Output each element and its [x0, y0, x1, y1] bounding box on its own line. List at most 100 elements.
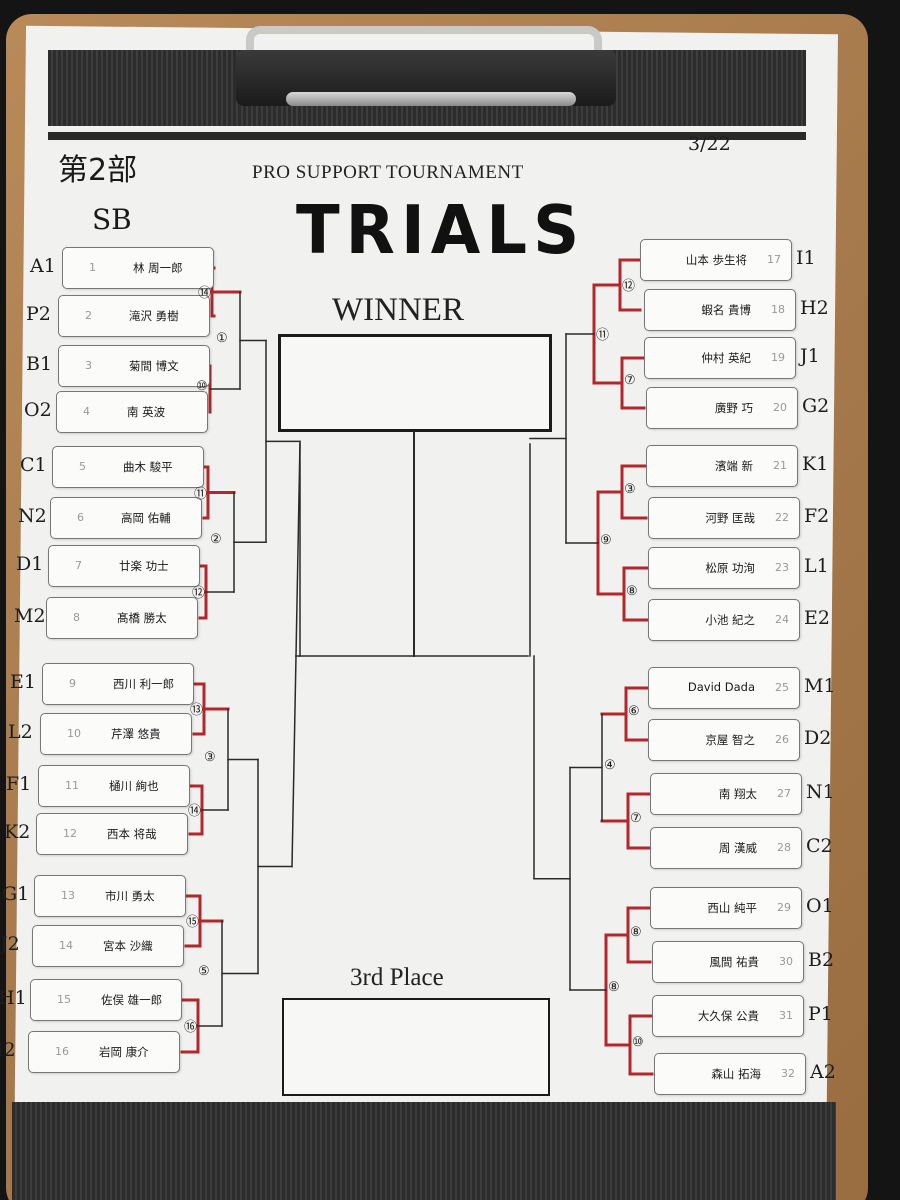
left-seed-13: G1 — [2, 883, 30, 905]
player-name: 仲村 英紀 — [701, 351, 751, 365]
player-number: 13 — [61, 889, 75, 902]
left-player-8: 8 髙橋 勝太 — [46, 597, 198, 639]
right-seed-12: C2 — [806, 835, 833, 857]
player-number: 28 — [777, 841, 791, 854]
left-seed-14: J2 — [0, 933, 20, 955]
player-name: 西山 純平 — [707, 901, 757, 915]
left-seed-8: M2 — [14, 605, 46, 627]
right-r1-court-mark: ⑧ — [630, 925, 642, 940]
left-seed-15: H1 — [0, 987, 27, 1009]
player-number: 31 — [779, 1009, 793, 1022]
right-seed-10: D2 — [804, 727, 832, 749]
right-r1-court-mark: ⑦ — [630, 811, 642, 826]
player-number: 8 — [73, 611, 80, 624]
player-number: 14 — [59, 939, 73, 952]
right-player-7: 23 松原 功洵 — [648, 547, 800, 589]
player-name: 宮本 沙織 — [103, 939, 153, 953]
left-r2-court-mark: ③ — [204, 749, 216, 765]
left-seed-5: C1 — [20, 454, 47, 476]
left-player-3: 3 菊間 博文 — [58, 345, 210, 387]
right-r1-court-mark: ⑧ — [626, 584, 638, 599]
player-number: 25 — [775, 681, 789, 694]
right-seed-15: P1 — [808, 1003, 833, 1025]
left-r1-court-mark: ⑫ — [192, 586, 206, 601]
player-number: 21 — [773, 459, 787, 472]
player-number: 3 — [85, 359, 92, 372]
right-seed-3: J1 — [800, 345, 820, 367]
player-name: 廿楽 功士 — [119, 559, 169, 573]
player-name: 松原 功洵 — [705, 561, 755, 575]
event-date: 3/22 — [688, 133, 731, 155]
left-seed-3: B1 — [26, 353, 53, 375]
right-seed-9: M1 — [804, 675, 836, 697]
right-r1-court-mark: ③ — [624, 482, 636, 497]
player-number: 19 — [771, 351, 785, 364]
player-number: 17 — [767, 253, 781, 266]
category-label: SB — [92, 203, 132, 236]
left-seed-12: K2 — [4, 821, 31, 843]
tournament-title: TRIALS — [296, 192, 586, 270]
player-name: 芹澤 悠貴 — [111, 727, 161, 741]
left-player-13: 13 市川 勇太 — [34, 875, 186, 917]
player-name: 市川 勇太 — [105, 889, 155, 903]
player-name: 菊間 博文 — [129, 359, 179, 373]
player-name: 山本 歩生将 — [685, 253, 747, 267]
player-number: 23 — [775, 561, 789, 574]
player-name: 大久保 公貴 — [697, 1009, 759, 1023]
right-seed-5: K1 — [802, 453, 829, 475]
left-seed-7: D1 — [16, 553, 44, 575]
division-label: 第2部 — [58, 153, 138, 188]
left-semi-line — [291, 655, 297, 868]
player-number: 27 — [777, 787, 791, 800]
left-r2-court-mark: ① — [216, 330, 228, 346]
right-r1-court-mark: ⑩ — [632, 1035, 644, 1050]
player-number: 22 — [775, 511, 789, 524]
left-player-2: 2 滝沢 勇樹 — [58, 295, 210, 337]
right-player-9: 25 David Dada — [648, 667, 800, 709]
right-seed-1: I1 — [796, 247, 816, 269]
player-name: 風間 祐貴 — [709, 955, 759, 969]
player-name: 髙橋 勝太 — [117, 611, 167, 625]
tournament-subtitle: PRO SUPPORT TOURNAMENT — [252, 162, 524, 183]
right-seed-6: F2 — [804, 505, 830, 527]
left-r1-court-mark: ⑩ — [196, 379, 208, 394]
left-seed-9: E1 — [10, 671, 36, 693]
player-name: 滝沢 勇樹 — [129, 309, 179, 323]
player-number: 12 — [63, 827, 77, 840]
player-name: 廣野 巧 — [714, 401, 753, 415]
player-number: 4 — [83, 405, 90, 418]
left-r1-court-mark: ⑭ — [198, 286, 212, 301]
player-number: 2 — [85, 309, 92, 322]
left-seed-16: I2 — [0, 1039, 16, 1061]
player-name: 西川 利一郎 — [113, 677, 175, 691]
player-number: 15 — [57, 993, 71, 1006]
winner-box — [278, 334, 552, 432]
right-player-15: 31 大久保 公貴 — [652, 995, 804, 1037]
player-name: David Dada — [687, 680, 755, 694]
right-r2-court-mark: ④ — [604, 757, 616, 773]
right-r1-court-mark: ⑫ — [622, 279, 636, 294]
left-r2-court-mark: ② — [210, 532, 222, 548]
player-number: 24 — [775, 613, 789, 626]
player-number: 5 — [79, 460, 86, 473]
left-seed-6: N2 — [18, 505, 47, 527]
player-number: 26 — [775, 733, 789, 746]
player-number: 16 — [55, 1045, 69, 1058]
clip-wire — [246, 26, 602, 62]
right-seed-13: O1 — [806, 895, 834, 917]
